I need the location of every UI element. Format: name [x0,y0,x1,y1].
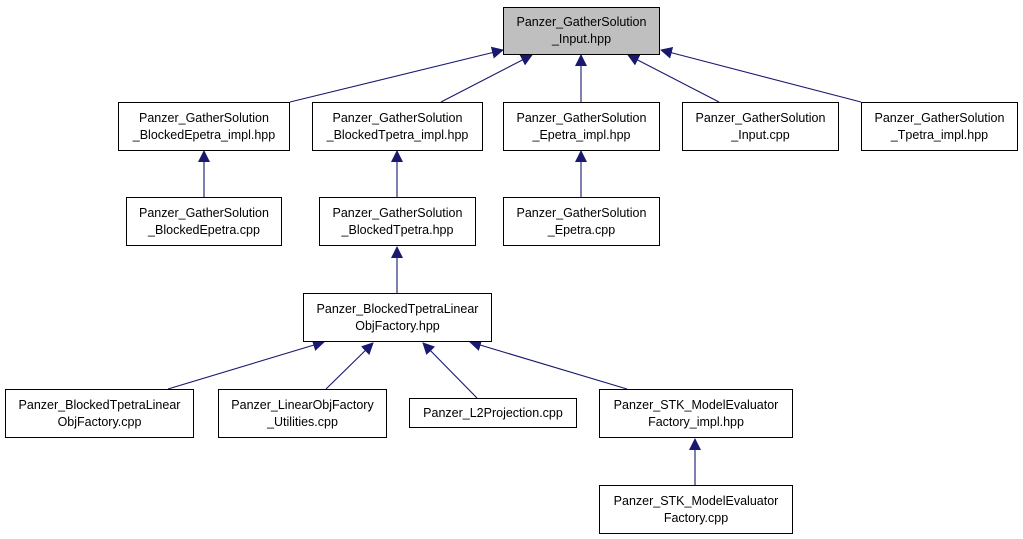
node-tpetra-impl-hpp[interactable]: Panzer_GatherSolution _Tpetra_impl.hpp [861,102,1018,151]
node-label-line1: Panzer_GatherSolution [139,110,269,125]
node-label-line1: Panzer_L2Projection.cpp [423,405,563,420]
node-label-line1: Panzer_GatherSolution [332,110,463,125]
node-label-line1: Panzer_GatherSolution [874,110,1005,125]
node-label-line2: _Input.cpp [731,127,790,142]
node-label-line2: ObjFactory.cpp [57,414,142,429]
node-label-line1: Panzer_GatherSolution [516,110,647,125]
node-input-cpp[interactable]: Panzer_GatherSolution _Input.cpp [682,102,839,151]
node-label-line2: _Utilities.cpp [267,414,338,429]
node-blocked-epetra-cpp[interactable]: Panzer_GatherSolution _BlockedEpetra.cpp [126,197,282,246]
node-label-line2: _BlockedTpetra_impl.hpp [326,127,469,142]
node-label-line2: _Epetra_impl.hpp [532,127,631,142]
node-epetra-cpp[interactable]: Panzer_GatherSolution _Epetra.cpp [503,197,660,246]
node-l2projection-cpp[interactable]: Panzer_L2Projection.cpp [409,398,577,428]
node-label-line1: Panzer_GatherSolution [139,205,269,220]
edge-blocked-tpetra-impl-to-root [440,54,533,103]
node-epetra-impl-hpp[interactable]: Panzer_GatherSolution _Epetra_impl.hpp [503,102,660,151]
node-label-line1: Panzer_BlockedTpetraLinear [18,397,181,412]
node-label-line1: Panzer_STK_ModelEvaluator [613,397,779,412]
node-label-line1: Panzer_GatherSolution [695,110,826,125]
node-label-line2: Factory.cpp [663,510,729,525]
node-linear-objfactory-utilities-cpp[interactable]: Panzer_LinearObjFactory _Utilities.cpp [218,389,387,438]
node-blocked-epetra-impl-hpp[interactable]: Panzer_GatherSolution _BlockedEpetra_impl… [118,102,290,151]
node-label-line1: Panzer_STK_ModelEvaluator [613,493,779,508]
node-blocked-tpetra-hpp[interactable]: Panzer_GatherSolution _BlockedTpetra.hpp [319,197,476,246]
edge-l2projection-to-objfactory-hpp [422,342,478,399]
node-label-line2: _BlockedTpetra.hpp [341,222,454,237]
node-blocked-tpetra-impl-hpp[interactable]: Panzer_GatherSolution _BlockedTpetra_impl… [312,102,483,151]
edge-utilities-cpp-to-objfactory-hpp [325,342,374,390]
edge-input-cpp-to-root [627,54,720,103]
edge-tpetra-impl-to-root [660,46,862,103]
node-label-line2: ObjFactory.hpp [355,318,440,333]
node-label-line2: _Tpetra_impl.hpp [890,127,989,142]
node-label-line2: _Epetra.cpp [547,222,616,237]
node-label-line2: _Input.hpp [551,32,612,46]
node-label-line1: Panzer_BlockedTpetraLinear [316,301,479,316]
node-label-line2: _BlockedEpetra_impl.hpp [132,127,276,142]
node-label-line2: _BlockedEpetra.cpp [148,222,260,237]
node-label-line1: Panzer_LinearObjFactory [231,397,374,412]
edge-objfactory-cpp-to-objfactory-hpp [167,339,325,390]
node-label-line1: Panzer_GatherSolution [516,15,647,29]
node-gather-solution-input-hpp: Panzer_GatherSolution _Input.hpp [503,7,660,55]
node-label-line1: Panzer_GatherSolution [332,205,463,220]
edge-blocked-epetra-impl-to-root [289,46,504,103]
edge-stk-impl-to-objfactory-hpp [469,339,628,390]
node-label-line1: Panzer_GatherSolution [516,205,647,220]
node-label-line2: Factory_impl.hpp [648,414,744,429]
